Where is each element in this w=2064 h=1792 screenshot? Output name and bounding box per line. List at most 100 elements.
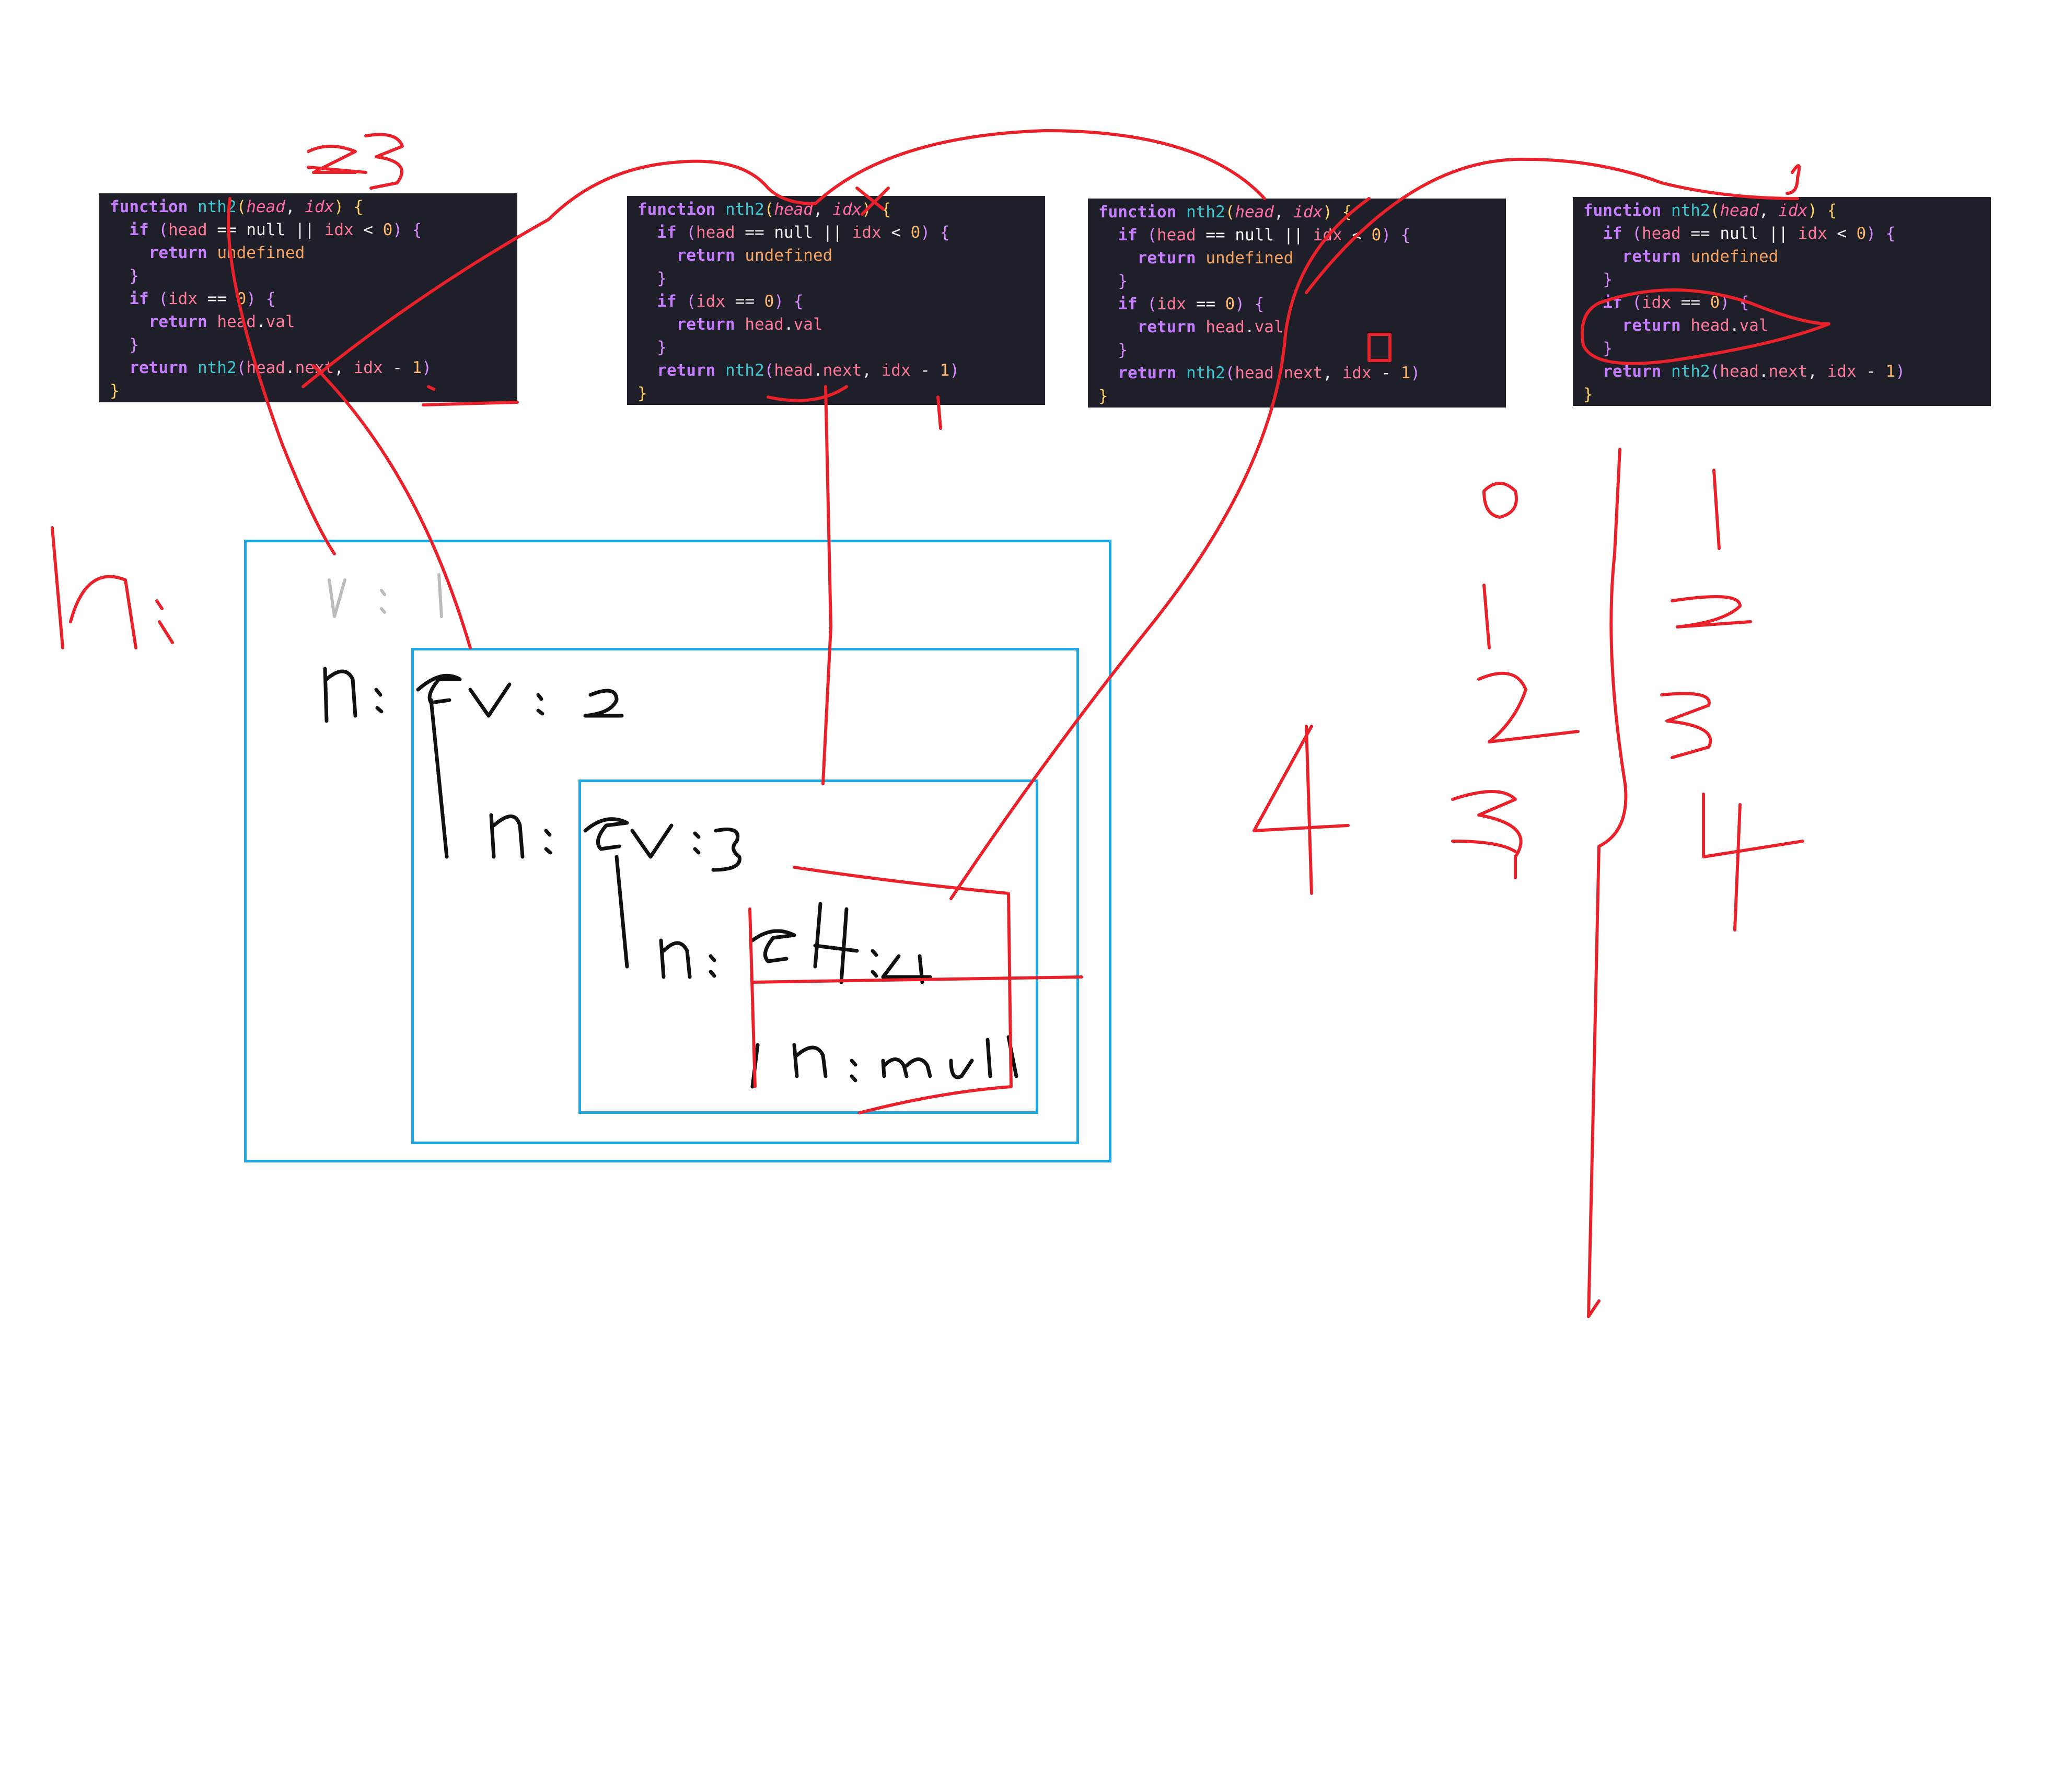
function-name: nth2 <box>1671 201 1710 220</box>
keyword-function: function <box>110 197 188 216</box>
var-head: head <box>745 315 784 334</box>
keyword-null: null <box>1720 224 1759 243</box>
var-head: head <box>1642 224 1681 243</box>
inner-frame <box>578 779 1038 1114</box>
operator-eq: == <box>745 223 764 242</box>
number-one: 1 <box>1400 364 1411 382</box>
var-idx: idx <box>1342 364 1372 382</box>
param-head: head <box>1235 203 1274 222</box>
param-idx: idx <box>832 200 862 219</box>
keyword-undefined: undefined <box>1690 247 1779 266</box>
keyword-return: return <box>676 246 735 265</box>
param-idx: idx <box>1778 201 1808 220</box>
function-name: nth2 <box>1671 362 1710 381</box>
keyword-return: return <box>657 361 716 380</box>
keyword-return: return <box>676 315 735 334</box>
keyword-return: return <box>129 358 188 377</box>
keyword-if: if <box>1603 224 1622 243</box>
operator-minus: - <box>920 361 930 380</box>
keyword-return: return <box>1137 249 1196 267</box>
prop-next: next <box>1768 362 1808 381</box>
prop-next: next <box>822 361 862 380</box>
operator-eq: == <box>1196 295 1215 313</box>
var-head: head <box>168 220 207 239</box>
var-idx: idx <box>1157 295 1186 313</box>
code-snippet-3: function nth2(head, idx) { if (head == n… <box>1088 199 1506 408</box>
number-one: 1 <box>1885 362 1896 381</box>
operator-eq: == <box>1205 226 1225 245</box>
function-name: nth2 <box>1186 203 1225 222</box>
middle-frame <box>411 648 1079 1144</box>
keyword-return: return <box>1622 316 1681 335</box>
var-idx: idx <box>696 292 725 311</box>
number-zero: 0 <box>382 220 393 239</box>
keyword-function: function <box>637 200 716 219</box>
black-handwriting <box>323 667 1018 1089</box>
var-head: head <box>774 361 813 380</box>
operator-eq: == <box>735 292 755 311</box>
red-annotations <box>51 129 1830 1318</box>
number-one: 1 <box>412 358 422 377</box>
keyword-return: return <box>148 243 207 262</box>
var-idx: idx <box>881 361 911 380</box>
param-head: head <box>246 197 285 216</box>
operator-eq: == <box>207 289 227 308</box>
code-block: function nth2(head, idx) { if (head == n… <box>110 197 432 400</box>
operator-or: || <box>822 223 842 242</box>
outer-frame <box>244 540 1111 1162</box>
keyword-if: if <box>129 289 149 308</box>
operator-or: || <box>1768 224 1788 243</box>
operator-eq: == <box>1680 293 1700 312</box>
keyword-null: null <box>774 223 813 242</box>
operator-lt: < <box>363 220 373 239</box>
var-idx: idx <box>1827 362 1857 381</box>
code-block: function nth2(head, idx) { if (head == n… <box>1098 203 1420 405</box>
keyword-return: return <box>1622 247 1681 266</box>
var-idx: idx <box>1642 293 1671 312</box>
operator-or: || <box>295 220 315 239</box>
operator-minus: - <box>1866 362 1876 381</box>
keyword-null: null <box>1235 226 1274 245</box>
prop-next: next <box>1283 364 1323 382</box>
function-name: nth2 <box>725 361 764 380</box>
operator-eq: == <box>1690 224 1710 243</box>
var-head: head <box>1157 226 1196 245</box>
operator-eq: == <box>217 220 237 239</box>
function-name: nth2 <box>197 358 237 377</box>
param-head: head <box>1720 201 1759 220</box>
var-head: head <box>246 358 285 377</box>
var-idx: idx <box>852 223 882 242</box>
keyword-if: if <box>129 220 149 239</box>
operator-minus: - <box>392 358 402 377</box>
keyword-return: return <box>148 312 207 331</box>
keyword-if: if <box>1118 295 1138 313</box>
number-zero: 0 <box>1856 224 1866 243</box>
var-head: head <box>1235 364 1274 382</box>
var-head: head <box>696 223 735 242</box>
var-head: head <box>1205 318 1245 336</box>
number-zero: 0 <box>764 292 774 311</box>
keyword-if: if <box>1118 226 1138 245</box>
keyword-return: return <box>1137 318 1196 336</box>
operator-minus: - <box>1381 364 1391 382</box>
operator-or: || <box>1283 226 1303 245</box>
keyword-if: if <box>657 292 677 311</box>
prop-val: val <box>793 315 823 334</box>
var-idx: idx <box>168 289 198 308</box>
var-idx: idx <box>1798 224 1827 243</box>
keyword-null: null <box>246 220 285 239</box>
operator-lt: < <box>1837 224 1847 243</box>
prop-val: val <box>1739 316 1769 335</box>
keyword-return: return <box>1603 362 1662 381</box>
param-idx: idx <box>305 197 334 216</box>
keyword-function: function <box>1583 201 1662 220</box>
param-idx: idx <box>1293 203 1323 222</box>
function-name: nth2 <box>1186 364 1225 382</box>
keyword-undefined: undefined <box>745 246 833 265</box>
operator-lt: < <box>891 223 901 242</box>
number-one: 1 <box>940 361 950 380</box>
var-head: head <box>1690 316 1730 335</box>
keyword-return: return <box>1118 364 1177 382</box>
number-zero: 0 <box>1225 295 1235 313</box>
